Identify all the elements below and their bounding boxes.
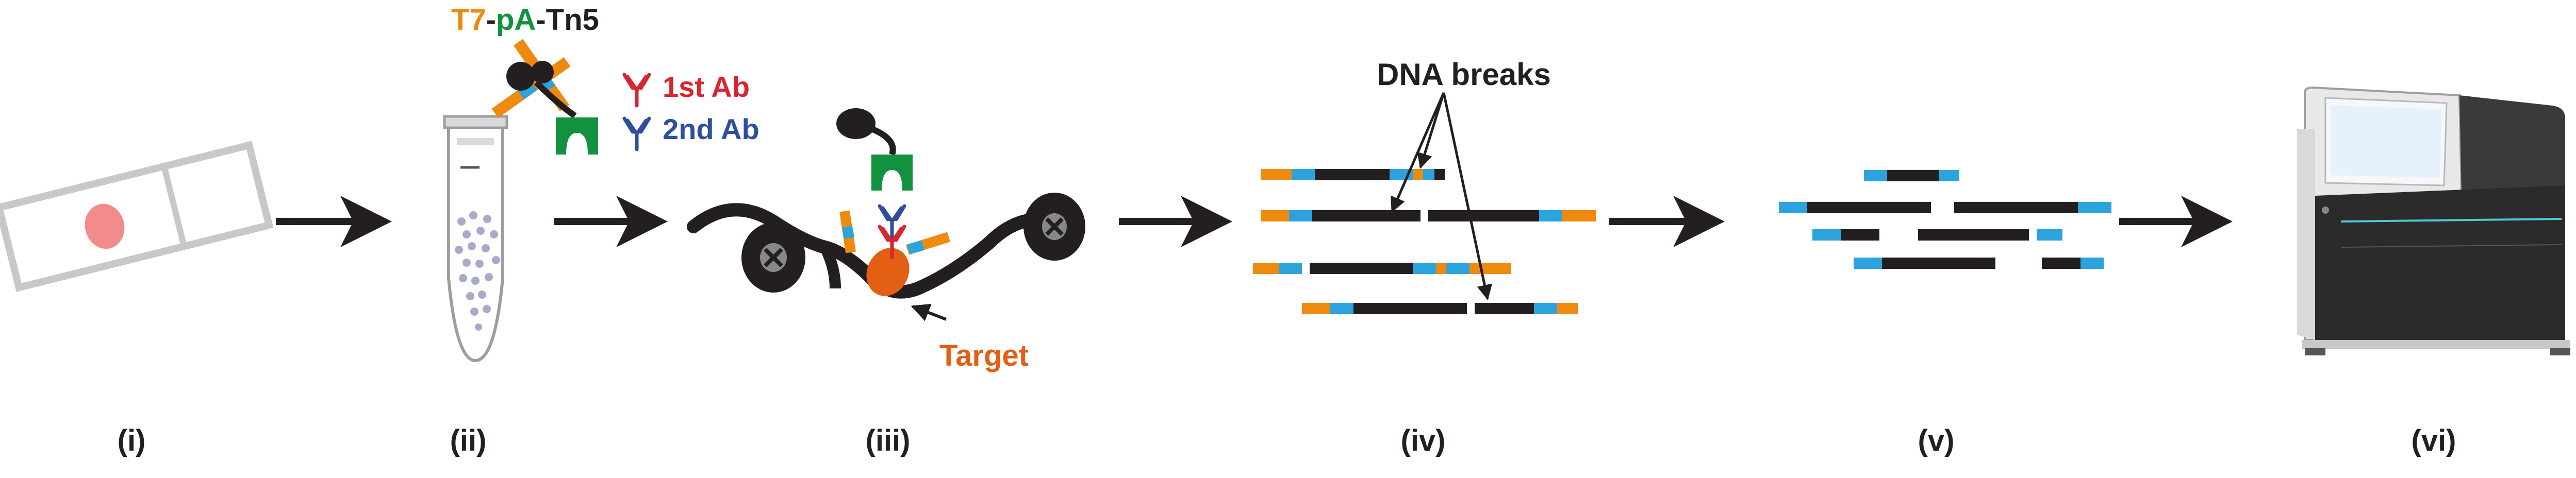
dna-breaks-label: DNA breaks — [1377, 57, 1551, 92]
tube-cap — [443, 115, 508, 129]
t7-pa-tn5-complex — [491, 39, 598, 155]
step-label-iv: (iv) — [1401, 424, 1446, 457]
nucleosome-icon — [741, 223, 805, 293]
nucleosome-icon — [1023, 193, 1085, 261]
microcentrifuge-tube — [447, 125, 504, 363]
antibody-icon — [624, 75, 649, 106]
t7-pa-tn5-label: T7-pA-Tn5 — [451, 3, 599, 37]
protein-a-domain — [871, 155, 913, 191]
dna-break-arrows — [1391, 92, 1493, 300]
chromatin-stage-iii: Target — [687, 108, 1085, 372]
fragments-stage-v — [1779, 170, 2111, 269]
arrow-right-icon — [1609, 196, 1725, 247]
arrow-right-icon — [554, 196, 668, 247]
target-label: Target — [939, 339, 1029, 372]
step-label-i: (i) — [118, 424, 146, 457]
first-antibody-label: 1st Ab — [663, 71, 750, 103]
antibody-icon — [624, 118, 649, 149]
second-antibody-label: 2nd Ab — [663, 113, 759, 145]
protein-a-domain — [556, 117, 598, 155]
target-protein — [866, 248, 910, 296]
slide-label-divider — [161, 165, 187, 247]
tube-cells — [455, 211, 500, 331]
tagmented-dna-stage-iv: DNA breaks — [1253, 57, 1596, 314]
step-label-iii: (iii) — [866, 424, 911, 457]
tissue-section — [85, 203, 125, 249]
tn5-enzyme — [506, 62, 535, 91]
glass-slide — [0, 141, 274, 292]
step-label-vi: (vi) — [2412, 424, 2456, 457]
step-label-v: (v) — [1918, 424, 1955, 457]
slide-stage-i — [0, 141, 274, 292]
tube-stage-ii: T7-pA-Tn5 1st Ab 2nd Ab — [443, 3, 759, 363]
sequencer-icon — [2297, 86, 2570, 355]
tn5-enzyme — [836, 108, 876, 139]
arrow-right-icon — [1119, 196, 1232, 247]
arrow-right-icon — [276, 196, 392, 247]
step-label-ii: (ii) — [450, 424, 487, 457]
arrow-right-icon — [2119, 196, 2233, 247]
